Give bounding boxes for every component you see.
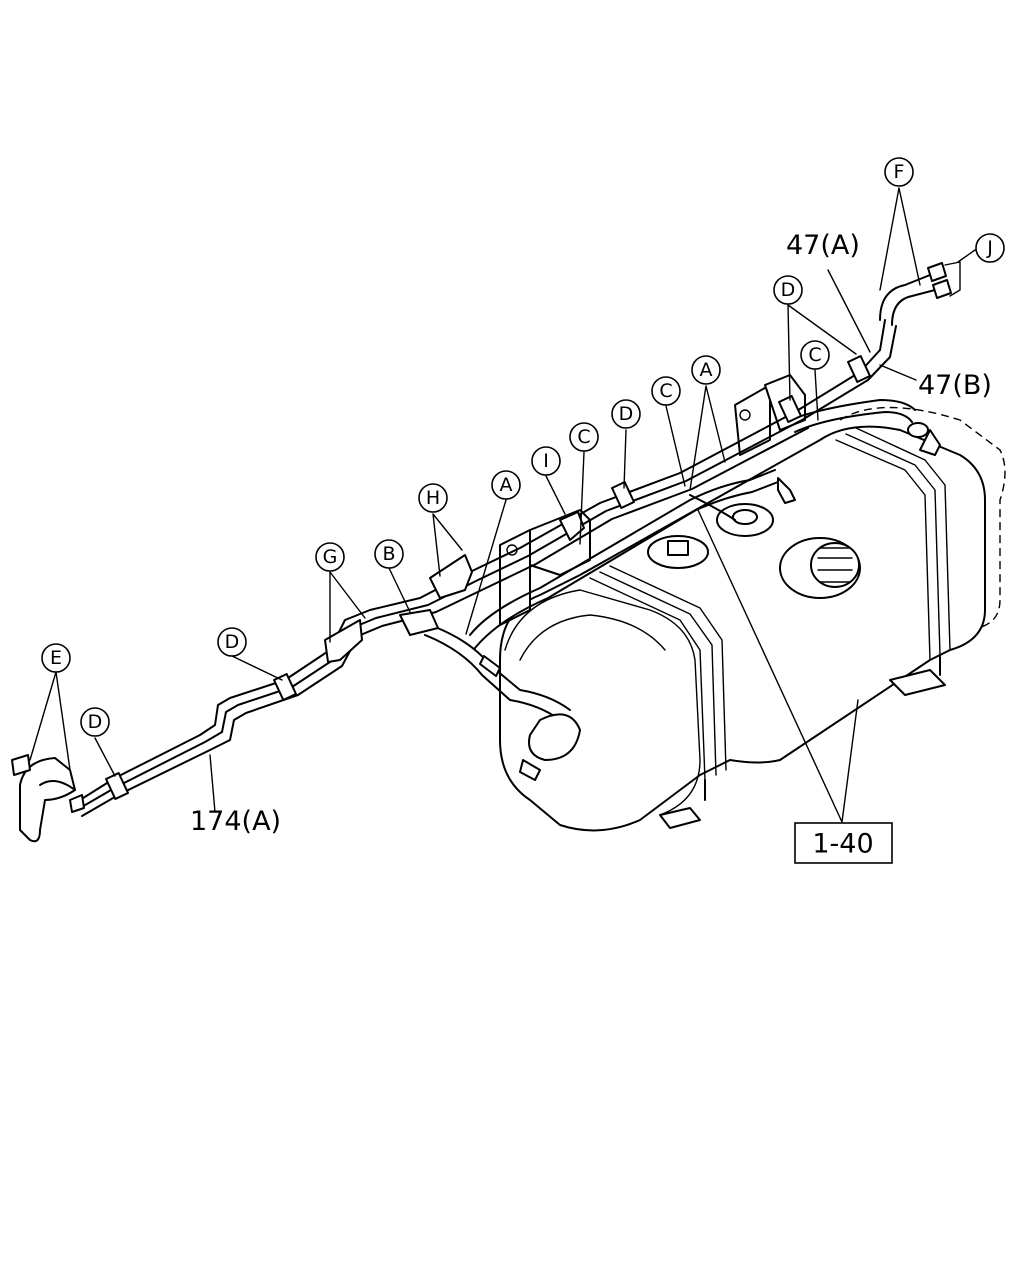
- svg-text:F: F: [894, 161, 905, 183]
- part-label-47a: 47(A): [786, 230, 860, 261]
- svg-text:A: A: [500, 474, 513, 496]
- svg-text:1-40: 1-40: [812, 829, 873, 860]
- callout-d-3: D: [611, 399, 641, 429]
- svg-text:C: C: [659, 380, 672, 402]
- callout-c-3: C: [800, 340, 830, 370]
- callout-d-1: D: [80, 707, 110, 737]
- svg-text:A: A: [700, 359, 713, 381]
- fuel-tank: [499, 406, 1006, 832]
- part-label-174a: 174(A): [190, 806, 281, 837]
- part-label-47b: 47(B): [918, 370, 992, 401]
- callout-b: B: [374, 539, 404, 569]
- callout-d-2: D: [217, 627, 247, 657]
- svg-text:D: D: [781, 279, 796, 301]
- clips: [105, 355, 871, 800]
- svg-text:E: E: [50, 647, 62, 669]
- svg-text:J: J: [986, 237, 993, 259]
- svg-text:B: B: [382, 543, 395, 565]
- left-end-hoses: [11, 754, 85, 843]
- callout-j: J: [975, 233, 1005, 263]
- callout-g: G: [315, 542, 345, 572]
- callout-f: F: [884, 157, 914, 187]
- callout-a-2: A: [691, 355, 721, 385]
- tank-hoses: [424, 399, 916, 781]
- callout-i: I: [531, 446, 561, 476]
- callout-e: E: [41, 643, 71, 673]
- callout-h: H: [418, 483, 448, 513]
- right-end-hoses: [879, 261, 961, 326]
- svg-text:D: D: [225, 631, 240, 653]
- svg-text:C: C: [577, 426, 590, 448]
- svg-text:I: I: [543, 450, 549, 472]
- callout-c-2: C: [651, 376, 681, 406]
- svg-text:G: G: [323, 546, 338, 568]
- callout-d-4: D: [773, 275, 803, 305]
- callout-a-1: A: [491, 470, 521, 500]
- svg-text:H: H: [426, 487, 440, 509]
- part-label-1-40: 1-40: [794, 822, 893, 864]
- svg-text:D: D: [619, 403, 634, 425]
- svg-text:C: C: [808, 344, 821, 366]
- callout-c-1: C: [569, 422, 599, 452]
- leader-lines: [29, 187, 976, 823]
- svg-text:D: D: [88, 711, 103, 733]
